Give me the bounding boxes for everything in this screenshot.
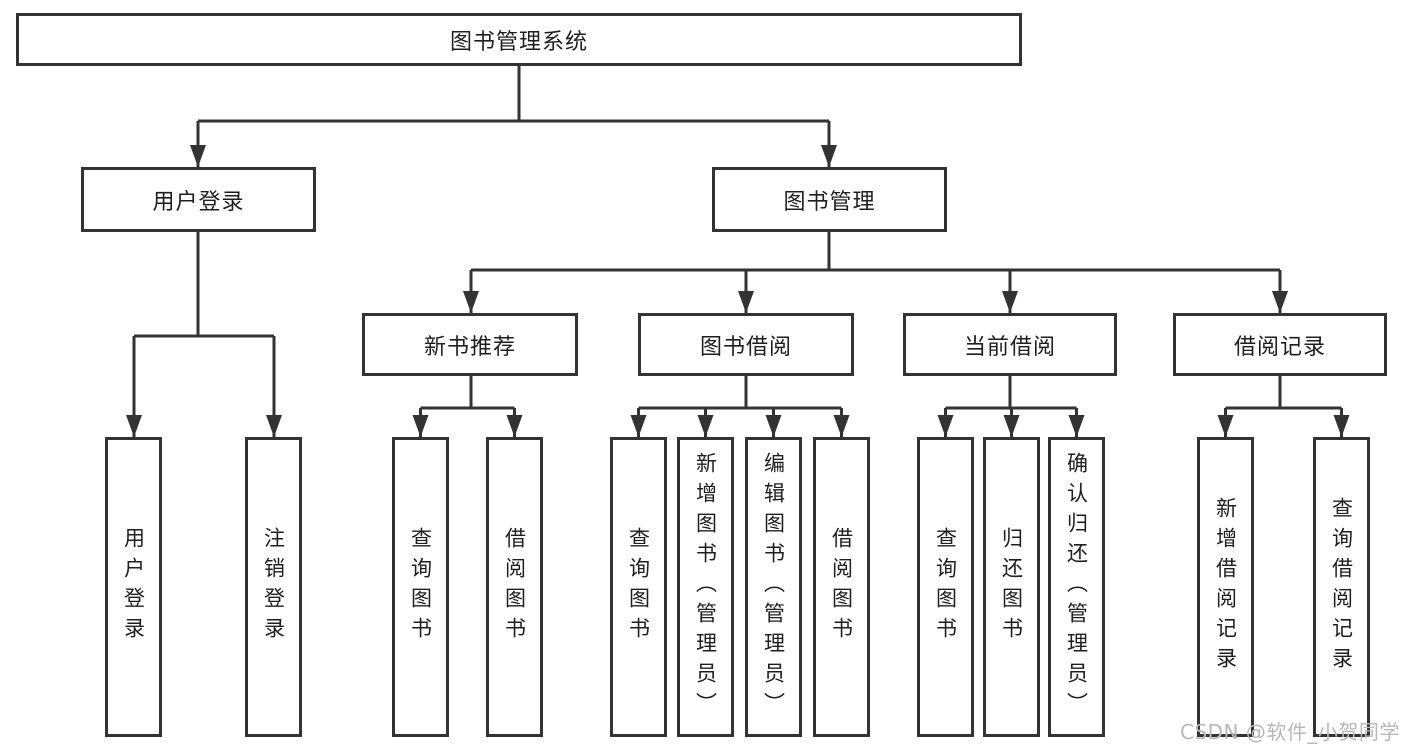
leaf-query-borrow-record: 查询借阅记录 bbox=[1313, 437, 1370, 737]
leaf-user-login-label: 用户登录 bbox=[121, 527, 146, 647]
leaf-borrow-books-recommend-label: 借阅图书 bbox=[502, 527, 527, 647]
leaf-logout-label: 注销登录 bbox=[261, 527, 286, 647]
leaf-confirm-return-admin-label: 确认归还（管理员） bbox=[1064, 452, 1089, 722]
leaf-user-login: 用户登录 bbox=[105, 437, 162, 737]
leaf-confirm-return-admin: 确认归还（管理员） bbox=[1048, 437, 1105, 737]
node-user-login: 用户登录 bbox=[81, 167, 316, 232]
node-library-management-system: 图书管理系统 bbox=[16, 13, 1022, 66]
leaf-add-book-admin: 新增图书（管理员） bbox=[677, 437, 734, 737]
leaf-query-borrow-record-label: 查询借阅记录 bbox=[1329, 497, 1354, 677]
node-borrow-records: 借阅记录 bbox=[1173, 313, 1387, 376]
leaf-return-book-label: 归还图书 bbox=[999, 527, 1024, 647]
leaf-add-borrow-record: 新增借阅记录 bbox=[1197, 437, 1254, 737]
leaf-edit-book-admin: 编辑图书（管理员） bbox=[745, 437, 802, 737]
csdn-watermark: CSDN @软件_小贺同学 bbox=[1180, 720, 1400, 744]
leaf-query-books-recommend-label: 查询图书 bbox=[408, 527, 433, 647]
leaf-edit-book-admin-label: 编辑图书（管理员） bbox=[761, 452, 786, 722]
leaf-return-book: 归还图书 bbox=[983, 437, 1040, 737]
node-book-borrow: 图书借阅 bbox=[638, 313, 854, 376]
leaf-add-book-admin-label: 新增图书（管理员） bbox=[693, 452, 718, 722]
leaf-query-books-borrow-label: 查询图书 bbox=[626, 527, 651, 647]
leaf-query-books-recommend: 查询图书 bbox=[392, 437, 449, 737]
leaf-borrow-books-label: 借阅图书 bbox=[829, 527, 854, 647]
node-book-management: 图书管理 bbox=[712, 167, 947, 232]
leaf-query-books-current: 查询图书 bbox=[917, 437, 974, 737]
node-new-book-recommend: 新书推荐 bbox=[362, 313, 578, 376]
leaf-add-borrow-record-label: 新增借阅记录 bbox=[1213, 497, 1238, 677]
leaf-logout: 注销登录 bbox=[245, 437, 302, 737]
node-current-borrow: 当前借阅 bbox=[903, 313, 1117, 376]
leaf-borrow-books-recommend: 借阅图书 bbox=[486, 437, 543, 737]
leaf-query-books-current-label: 查询图书 bbox=[933, 527, 958, 647]
leaf-query-books-borrow: 查询图书 bbox=[610, 437, 667, 737]
leaf-borrow-books: 借阅图书 bbox=[813, 437, 870, 737]
